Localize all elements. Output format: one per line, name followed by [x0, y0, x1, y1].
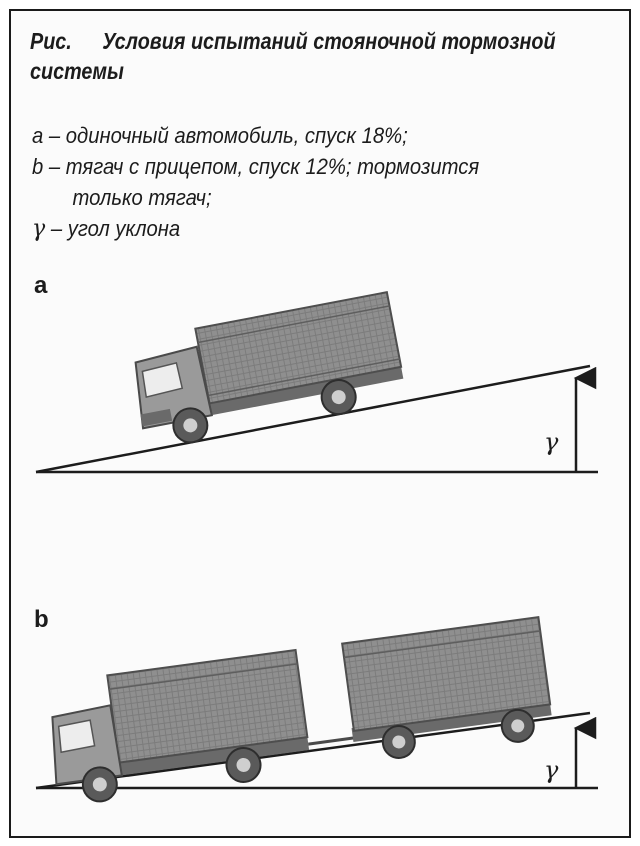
figure-title-line2: системы — [30, 58, 124, 84]
panel-a-angle-label: γ — [544, 428, 559, 456]
panel-a-diagram: γ — [35, 291, 598, 474]
legend-b-line1: b – тягач с прицепом, спуск 12%; тормози… — [32, 154, 480, 179]
legend-gamma: γ – угол уклона — [32, 213, 479, 244]
tractor-with-trailer — [51, 616, 552, 803]
panel-b-slope-line — [35, 711, 591, 790]
panel-a-label: a — [34, 272, 48, 299]
panel-a-slope-line — [35, 364, 591, 474]
legend-gamma-text: – угол уклона — [45, 216, 181, 241]
legend-b-line2: только тягач; — [72, 185, 212, 210]
figure-title-line1: Условия испытаний стояночной тормозной — [102, 28, 556, 54]
figure-title: Рис. Условия испытаний стояночной тормозн… — [30, 26, 556, 86]
legend-a: a – одиночный автомобиль, спуск 18%; — [32, 123, 408, 148]
panel-b-diagram: γ — [35, 616, 598, 803]
panel-b-label: b — [34, 606, 49, 633]
figure-legend: a – одиночный автомобиль, спуск 18%; b –… — [32, 120, 479, 244]
single-truck — [134, 291, 404, 444]
panel-b-angle-label: γ — [544, 756, 559, 784]
gamma-symbol: γ — [32, 214, 46, 242]
figure-prefix: Рис. — [30, 28, 72, 54]
